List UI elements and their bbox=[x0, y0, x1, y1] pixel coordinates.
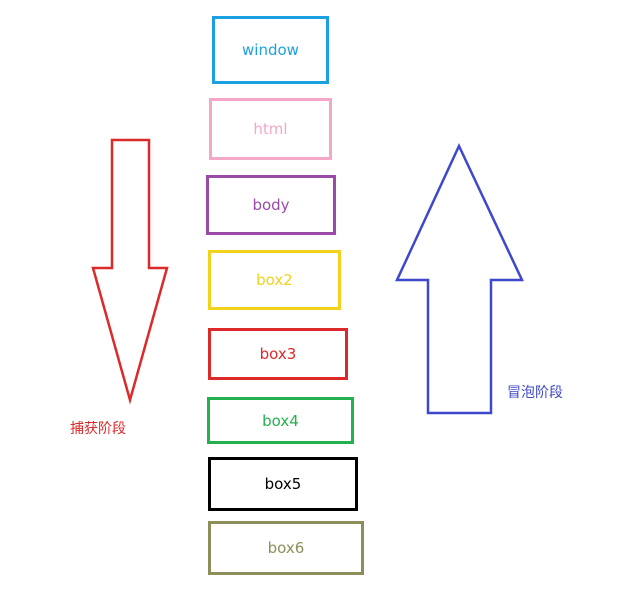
box6-box-label: box6 bbox=[267, 539, 305, 557]
box6-box: box6 bbox=[208, 521, 364, 575]
bubble-up-arrow bbox=[395, 143, 524, 415]
body-box: body bbox=[206, 175, 336, 235]
box4-box-label: box4 bbox=[262, 411, 299, 430]
bubble-phase-label: 冒泡阶段 bbox=[507, 385, 563, 401]
box3-box-label: box3 bbox=[259, 345, 297, 363]
window-box: window bbox=[212, 16, 329, 84]
window-box-label: window bbox=[242, 41, 299, 59]
box5-box: box5 bbox=[208, 457, 358, 511]
box2-box: box2 bbox=[208, 250, 341, 310]
html-box: html bbox=[209, 98, 332, 160]
box5-box-label: box5 bbox=[264, 475, 302, 493]
capture-phase-label: 捕获阶段 bbox=[70, 421, 126, 437]
box2-box-label: box2 bbox=[256, 271, 293, 289]
capture-down-arrow bbox=[91, 138, 169, 405]
box4-box: box4 bbox=[207, 397, 354, 444]
html-box-label: html bbox=[253, 120, 288, 138]
body-box-label: body bbox=[252, 196, 290, 214]
box3-box: box3 bbox=[208, 328, 348, 380]
